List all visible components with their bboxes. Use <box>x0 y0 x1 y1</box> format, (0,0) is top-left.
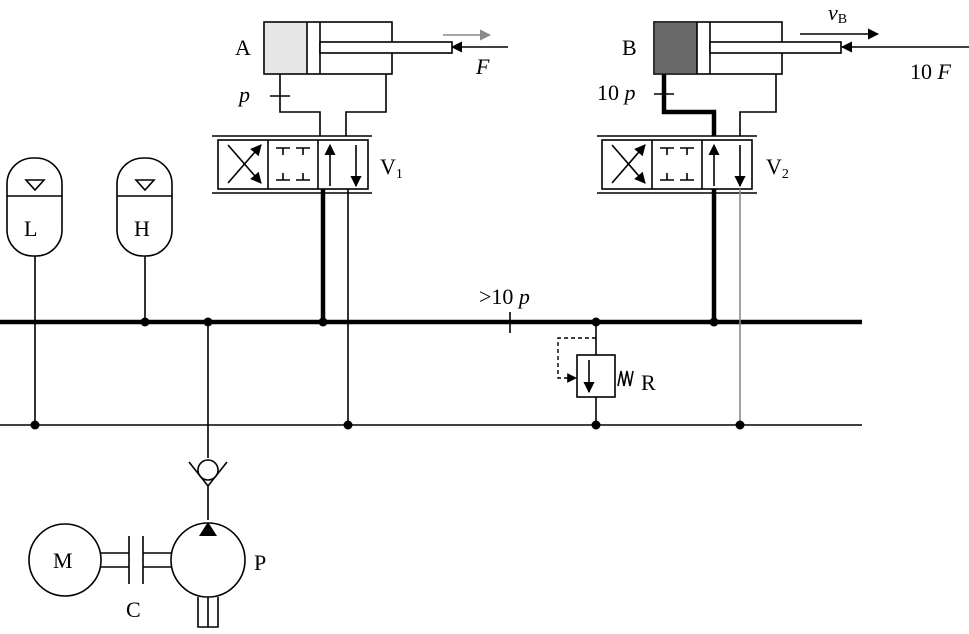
cylinder-b-piston <box>655 23 697 73</box>
valve-v1 <box>212 135 372 194</box>
cylinder-b <box>653 21 969 75</box>
relief-pilot-line <box>557 337 596 383</box>
accumulator-low <box>6 157 63 425</box>
accumulator-low-triangle-icon <box>24 179 46 192</box>
relief-valve <box>557 322 634 425</box>
cylinder-a-piston <box>265 23 307 73</box>
check-valve-icon <box>188 459 228 488</box>
accumulator-high-triangle-icon <box>134 179 156 192</box>
coupling <box>101 536 171 584</box>
pressure-b-label: 10 p <box>597 80 636 105</box>
relief-valve-label: R <box>641 370 656 395</box>
pump <box>170 522 246 628</box>
junction-dots <box>30 317 745 430</box>
cylinder-a-label: A <box>235 35 251 60</box>
valve-v2 <box>597 135 757 194</box>
pump-label: P <box>254 550 266 575</box>
force-a-label: F <box>475 54 490 79</box>
velocity-b-label: vB <box>828 0 847 27</box>
cylinder-b-label: B <box>622 35 637 60</box>
accumulator-low-label: L <box>24 216 37 241</box>
force-b-label: 10 F <box>910 59 952 84</box>
valve-v2-label: V2 <box>766 154 789 182</box>
relief-spring-icon <box>617 370 634 387</box>
line-pressure-label: >10 p <box>479 284 530 309</box>
motor <box>28 523 102 597</box>
valve-v1-label: V1 <box>380 154 403 182</box>
motor-label: M <box>53 548 73 573</box>
pressure-a-label: p <box>237 82 250 107</box>
coupling-label: C <box>126 597 141 622</box>
cylinder-a <box>263 21 508 75</box>
accumulator-high <box>116 157 173 322</box>
accumulator-high-label: H <box>134 216 150 241</box>
pump-outlet-triangle-icon <box>199 522 217 536</box>
